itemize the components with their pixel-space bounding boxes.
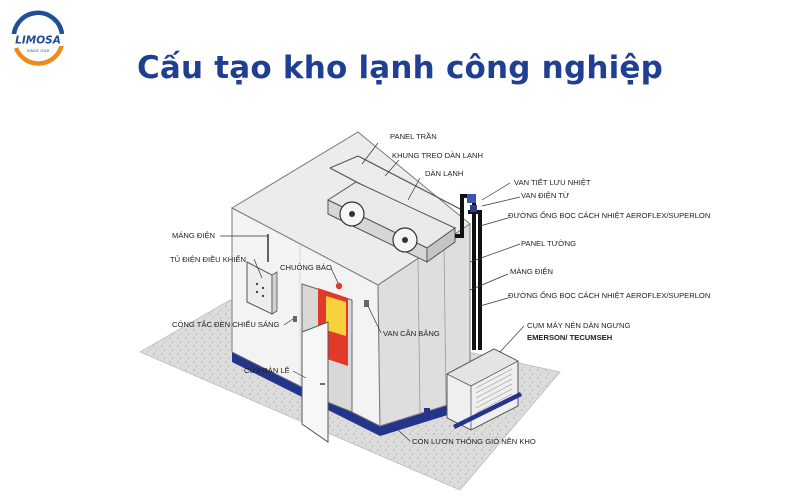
label-cum-may-1: CỤM MÁY NÉN DÀN NGƯNG (527, 321, 630, 330)
label-mang-dien-right: MÁNG ĐIỆN (510, 267, 553, 276)
label-tu-dien: TỦ ĐIỆN ĐIỀU KHIỂN (170, 254, 246, 264)
label-van-dien-tu: VAN ĐIỆN TỪ (521, 191, 570, 200)
label-van-can-bang: VAN CÂN BẰNG (383, 329, 440, 338)
hinged-door (301, 321, 329, 443)
label-panel-tran: PANEL TRẦN (390, 131, 437, 141)
door-window-glow (326, 296, 346, 336)
insulated-pipe-1 (455, 194, 476, 350)
label-cua-ban-le: CỬA BẢN LỀ (244, 365, 290, 375)
label-mang-dien-left: MÁNG ĐIỆN (172, 231, 215, 240)
label-chuong-bao: CHUÔNG BÁO (280, 263, 332, 272)
label-duong-ong-2: ĐƯỜNG ỐNG BỌC CÁCH NHIỆT AEROFLEX/SUPERL… (508, 290, 710, 300)
expansion-valve (467, 194, 476, 203)
label-khung-treo: KHUNG TREO DÀN LẠNH (392, 151, 483, 160)
alarm-bell (335, 282, 343, 290)
page-title: Cấu tạo kho lạnh công nghiệp (136, 50, 664, 86)
label-panel-tuong: PANEL TƯỜNG (521, 239, 576, 248)
limosa-logo: LIMOSA SINCE 2016 (8, 10, 68, 66)
label-cum-may-2: EMERSON/ TECUMSEH (527, 333, 612, 342)
logo-tagline: SINCE 2016 (27, 48, 50, 53)
label-van-tiet-luu: VAN TIẾT LƯU NHIỆT (514, 177, 591, 187)
label-dan-lanh: DÀN LẠNH (425, 169, 463, 178)
solenoid-valve (470, 205, 477, 212)
logo-name: LIMOSA (15, 35, 61, 47)
balance-valve (364, 300, 369, 307)
light-switch (293, 316, 297, 322)
label-cong-tac: CÔNG TẮC ĐÈN CHIẾU SÁNG (172, 319, 280, 329)
label-con-luon: CON LƯƠN THÔNG GIÓ NỀN KHO (412, 436, 536, 446)
label-duong-ong-1: ĐƯỜNG ỐNG BỌC CÁCH NHIỆT AEROFLEX/SUPERL… (508, 210, 710, 220)
